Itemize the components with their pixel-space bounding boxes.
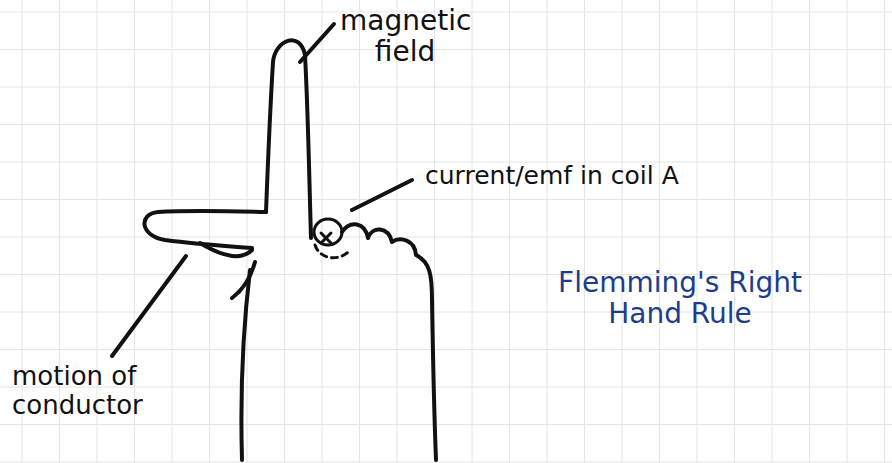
- leader-line: [352, 180, 412, 210]
- grid-line: [0, 424, 892, 425]
- grid-line: [0, 349, 892, 350]
- annotation-label: current/emf in coil A: [425, 162, 755, 190]
- leader-lines: [112, 24, 412, 356]
- grid-line: [847, 0, 848, 463]
- hand-drawing: [144, 40, 436, 460]
- thumb-crease: [232, 262, 255, 298]
- grid-line: [322, 0, 323, 463]
- grid-line: [247, 0, 248, 463]
- grid-line: [884, 0, 885, 463]
- leader-line: [300, 24, 334, 62]
- annotation-label: motion of conductor: [12, 362, 197, 419]
- grid-line: [0, 87, 892, 88]
- grid-line: [0, 312, 892, 313]
- leader-line: [112, 256, 186, 356]
- grid-line: [0, 124, 892, 125]
- grid-line: [622, 0, 623, 463]
- grid-line: [809, 0, 810, 463]
- middle-finger-edge: [315, 245, 350, 258]
- grid-line: [584, 0, 585, 463]
- grid-line: [0, 462, 892, 463]
- cross-symbol: [321, 233, 331, 243]
- grid-line: [734, 0, 735, 463]
- thumb: [144, 211, 266, 248]
- grid-line: [284, 0, 285, 463]
- grid-line: [0, 49, 892, 50]
- grid-line: [0, 199, 892, 200]
- grid-line: [547, 0, 548, 463]
- curled-fingers: [342, 224, 436, 460]
- title: Flemming's Right Hand Rule: [535, 268, 825, 330]
- grid-line: [472, 0, 473, 463]
- grid-line: [172, 0, 173, 463]
- palm-left-edge: [200, 243, 252, 460]
- grid-line: [772, 0, 773, 463]
- middle-finger-tip: [314, 219, 342, 245]
- grid-line: [397, 0, 398, 463]
- index-finger: [266, 40, 311, 238]
- grid-line: [697, 0, 698, 463]
- grid-line: [209, 0, 210, 463]
- annotation-label: magnetic field: [340, 6, 470, 68]
- grid-line: [0, 237, 892, 238]
- grid-line: [509, 0, 510, 463]
- grid-line: [359, 0, 360, 463]
- grid-line: [659, 0, 660, 463]
